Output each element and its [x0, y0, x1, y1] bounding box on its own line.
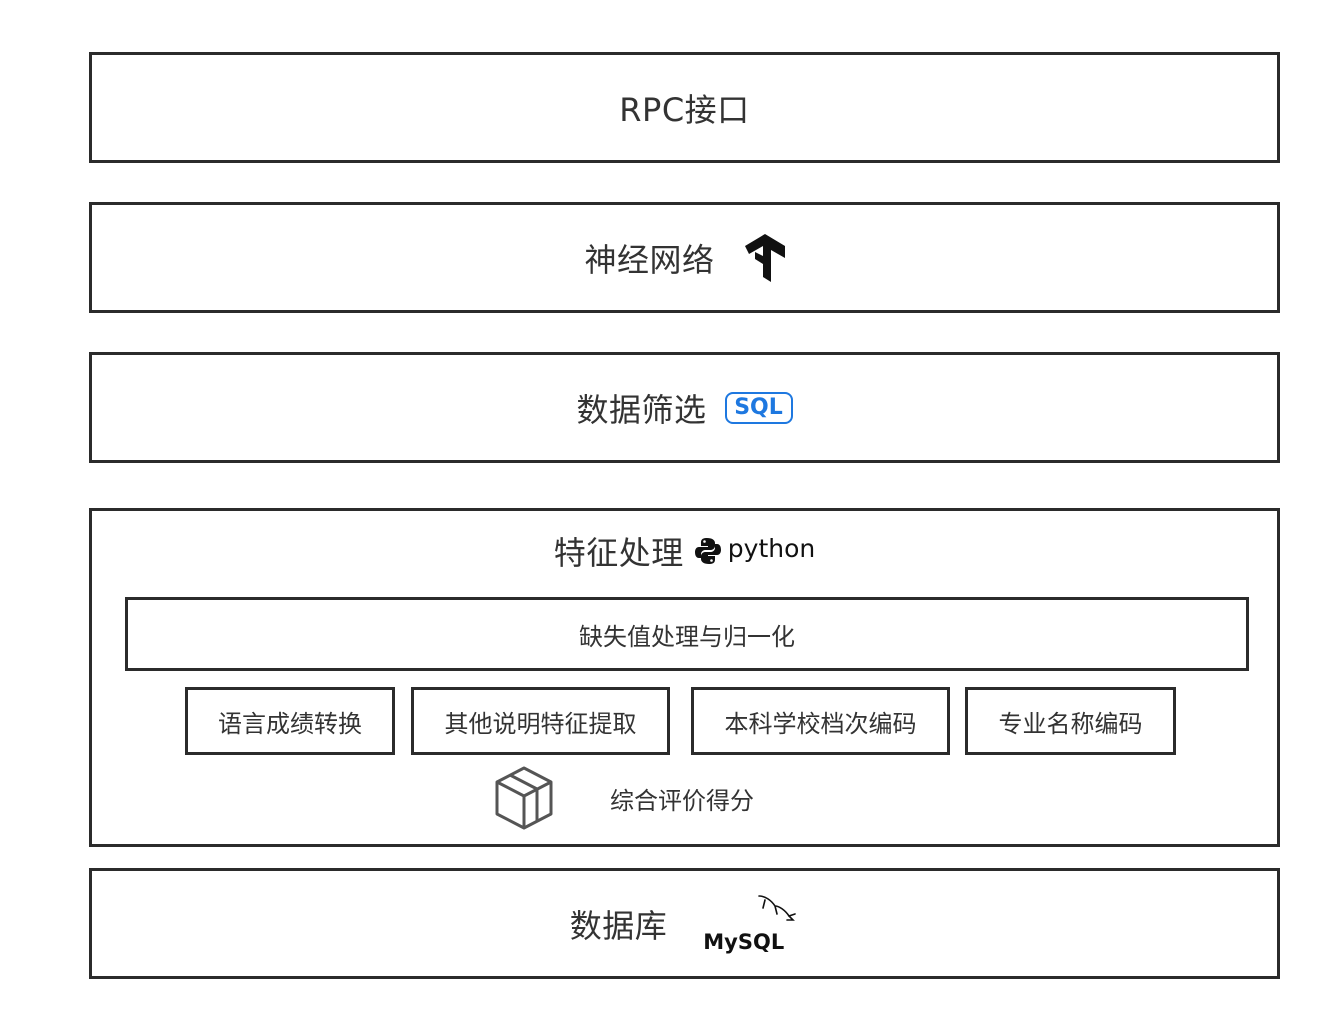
mysql-logo: MySQL	[703, 894, 799, 954]
feature-processing-layer: 特征处理 python 缺失值处理与归一化 语言成绩转换 其他说明特征提取 本科…	[89, 508, 1280, 847]
school-tier-label: 本科学校档次编码	[724, 709, 917, 738]
other-notes-label: 其他说明特征提取	[444, 709, 637, 738]
composite-score-label: 综合评价得分	[610, 787, 754, 815]
rpc-layer-title: RPC接口	[619, 90, 750, 129]
language-score-label: 语言成绩转换	[218, 709, 362, 738]
neural-network-layer: 神经网络	[89, 202, 1280, 313]
database-layer: 数据库 MySQL	[89, 868, 1280, 979]
school-tier-box: 本科学校档次编码	[691, 687, 950, 755]
sql-badge: SQL	[724, 391, 793, 424]
missing-value-label: 缺失值处理与归一化	[579, 622, 795, 651]
missing-value-box: 缺失值处理与归一化	[125, 597, 1249, 671]
tensorflow-icon	[744, 233, 785, 282]
database-title: 数据库	[569, 906, 668, 945]
language-score-box: 语言成绩转换	[185, 687, 395, 755]
major-name-box: 专业名称编码	[965, 687, 1176, 755]
python-logo-icon	[694, 537, 722, 565]
data-filter-layer: 数据筛选 SQL	[89, 352, 1280, 463]
mysql-logo-text: MySQL	[703, 929, 785, 954]
feature-processing-title: 特征处理	[553, 534, 684, 572]
other-notes-box: 其他说明特征提取	[411, 687, 670, 755]
data-filter-title: 数据筛选	[576, 390, 707, 429]
dolphin-icon	[755, 894, 797, 930]
neural-network-title: 神经网络	[584, 240, 715, 279]
feature-header: 特征处理 python	[92, 529, 1277, 573]
major-name-label: 专业名称编码	[998, 709, 1143, 738]
python-logo-text: python	[727, 533, 816, 563]
cube-icon	[494, 765, 554, 831]
rpc-layer: RPC接口	[89, 52, 1280, 163]
